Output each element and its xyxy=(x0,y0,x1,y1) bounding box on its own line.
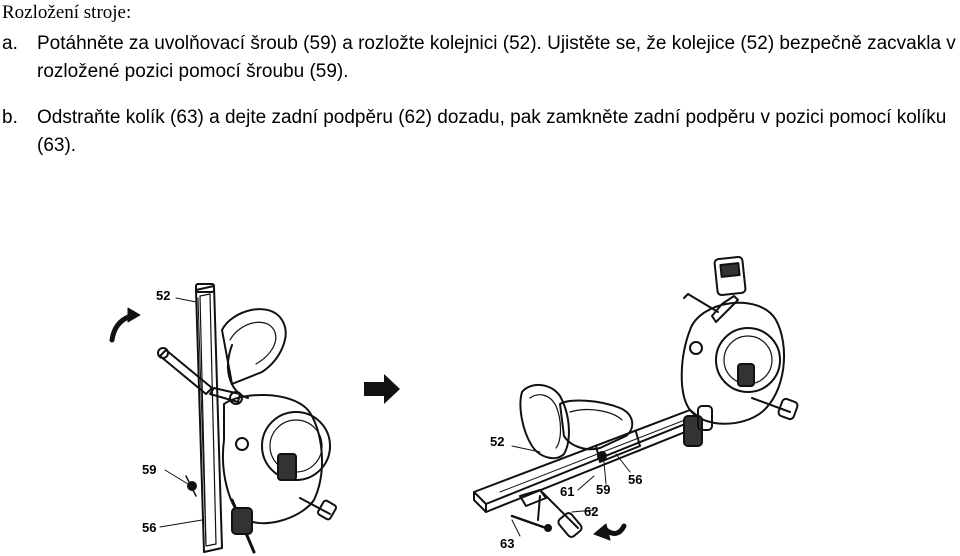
step-b-text: Odstraňte kolík (63) a dejte zadní podpě… xyxy=(37,107,947,156)
step-a-text: Potáhněte za uvolňovací šroub (59) a roz… xyxy=(37,33,956,82)
step-a-marker: a. xyxy=(2,33,18,54)
rotate-arrow-icon xyxy=(109,307,141,343)
callout-unfolded-2: 59 xyxy=(596,482,610,497)
callout-unfolded-3: 56 xyxy=(628,472,642,487)
callout-unfolded-0: 52 xyxy=(490,434,504,449)
direction-arrow-icon xyxy=(364,374,400,404)
step-b-marker: b. xyxy=(2,107,18,128)
unfolded-machine-drawing xyxy=(473,256,799,541)
callout-folded-1: 59 xyxy=(142,462,156,477)
callout-unfolded-4: 62 xyxy=(584,504,598,519)
callout-folded-0: 52 xyxy=(156,288,170,303)
step-b: b. Odstraňte kolík (63) a dejte zadní po… xyxy=(2,104,958,160)
folded-machine-drawing xyxy=(109,283,337,554)
section-title: Rozložení stroje: xyxy=(2,2,132,23)
callout-folded-2: 56 xyxy=(142,520,156,535)
callout-unfolded-1: 61 xyxy=(560,484,574,499)
callout-unfolded-5: 63 xyxy=(500,536,514,551)
step-a: a. Potáhněte za uvolňovací šroub (59) a … xyxy=(2,30,958,86)
